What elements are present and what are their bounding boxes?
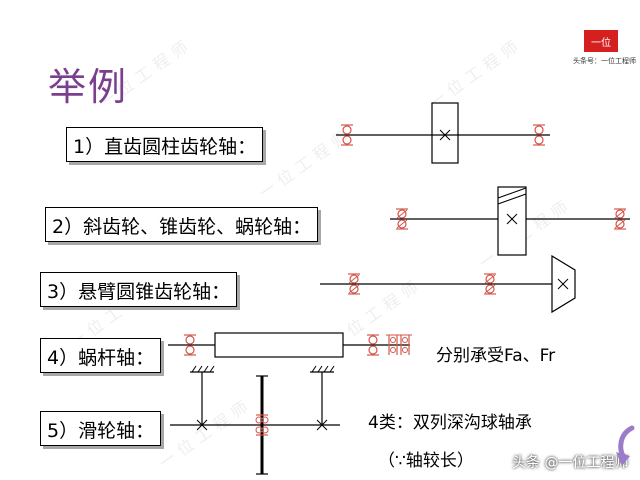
diagram-cantilever-bevel-shaft [320,254,576,314]
diagram-spur-gear-shaft [336,102,550,164]
logo-subtitle: 头条号：一位工程师 [573,57,636,65]
label-spur-gear-shaft: 1）直齿圆柱齿轮轴： [66,127,264,162]
note-pulley-bearing-type: 4类：双列深沟球轴承 [368,413,532,433]
credit-watermark: 头条 @一位工程师 [512,455,629,471]
diagram-worm-shaft [168,332,413,358]
note-worm-shaft-loads: 分别承受Fa、Fr [436,346,556,366]
label-cantilever-bevel-gear-shaft: 3）悬臂圆锥齿轮轴： [40,272,238,307]
label-worm-shaft: 4）蜗杆轴： [40,338,162,373]
note-pulley-reason: （∵轴较长） [378,451,474,471]
diagram-pulley-shaft [170,365,340,475]
page-title: 举例 [48,65,129,109]
diagram-helical-gear-shaft [390,186,630,256]
back-arrow-icon[interactable] [612,424,638,468]
label-helical-bevel-worm-wheel-shaft: 2）斜齿轮、锥齿轮、蜗轮轴： [45,207,319,242]
logo: 一位 [584,30,618,52]
label-pulley-shaft: 5）滑轮轴： [40,411,162,446]
